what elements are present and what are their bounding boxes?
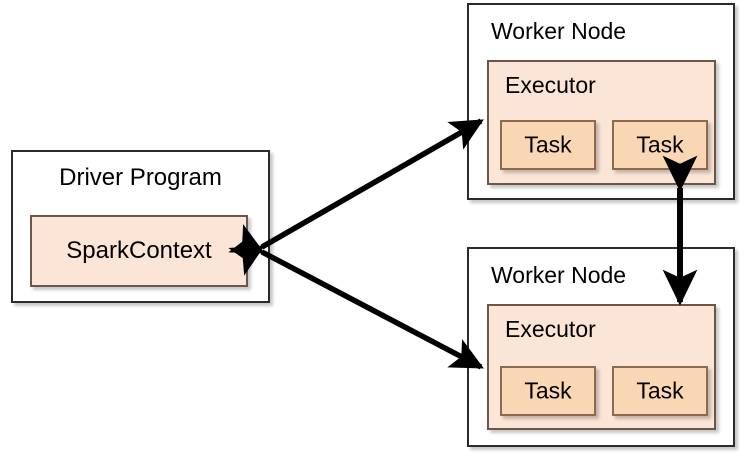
worker-node-1-task-2[interactable]: Task [612,120,708,170]
worker-node-2-task-2[interactable]: Task [612,366,708,416]
task-label: Task [636,377,684,404]
arrow-driver-to-worker-1 [228,118,484,276]
driver-program-title: Driver Program [59,164,222,191]
worker-node-2-title: Worker Node [491,262,627,288]
worker-node-1-title: Worker Node [491,18,627,44]
sparkcontext-box[interactable]: SparkContext [30,215,248,287]
worker-node-1-task-1[interactable]: Task [500,120,596,170]
worker-node-2-executor-label: Executor [505,316,596,342]
task-label: Task [636,131,684,158]
task-label: Task [524,131,572,158]
worker-node-1-executor-label: Executor [505,72,596,98]
arrow-driver-to-worker-2 [228,224,484,370]
worker-node-2-task-1[interactable]: Task [500,366,596,416]
task-label: Task [524,377,572,404]
sparkcontext-label: SparkContext [66,237,212,264]
